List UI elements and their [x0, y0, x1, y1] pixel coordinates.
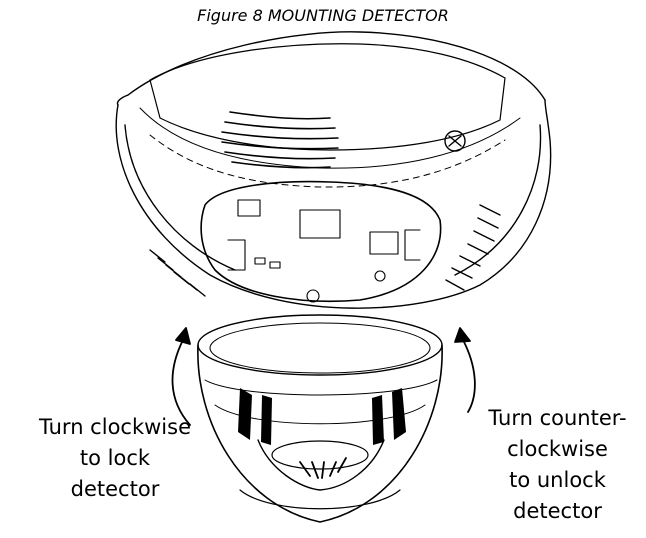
unlock-instruction: Turn counter- clockwise to unlock detect… [470, 403, 645, 527]
counterclockwise-arrow-icon [454, 327, 476, 413]
detector-head [197, 314, 443, 523]
lock-instruction-line-1: Turn clockwise [38, 415, 191, 439]
lock-instruction-line-3: detector [70, 477, 160, 501]
clockwise-arrow-icon [171, 327, 191, 426]
figure-caption: Figure 8 MOUNTING DETECTOR [197, 6, 449, 25]
lock-instruction: Turn clockwise to lock detector [20, 412, 210, 505]
unlock-instruction-line-1: Turn counter- [488, 406, 627, 430]
unlock-instruction-line-4: detector [513, 499, 602, 523]
unlock-instruction-line-2: clockwise [507, 437, 608, 461]
mounting-base [115, 31, 552, 309]
lock-instruction-line-2: to lock [79, 446, 151, 470]
unlock-instruction-line-3: to unlock [509, 468, 606, 492]
